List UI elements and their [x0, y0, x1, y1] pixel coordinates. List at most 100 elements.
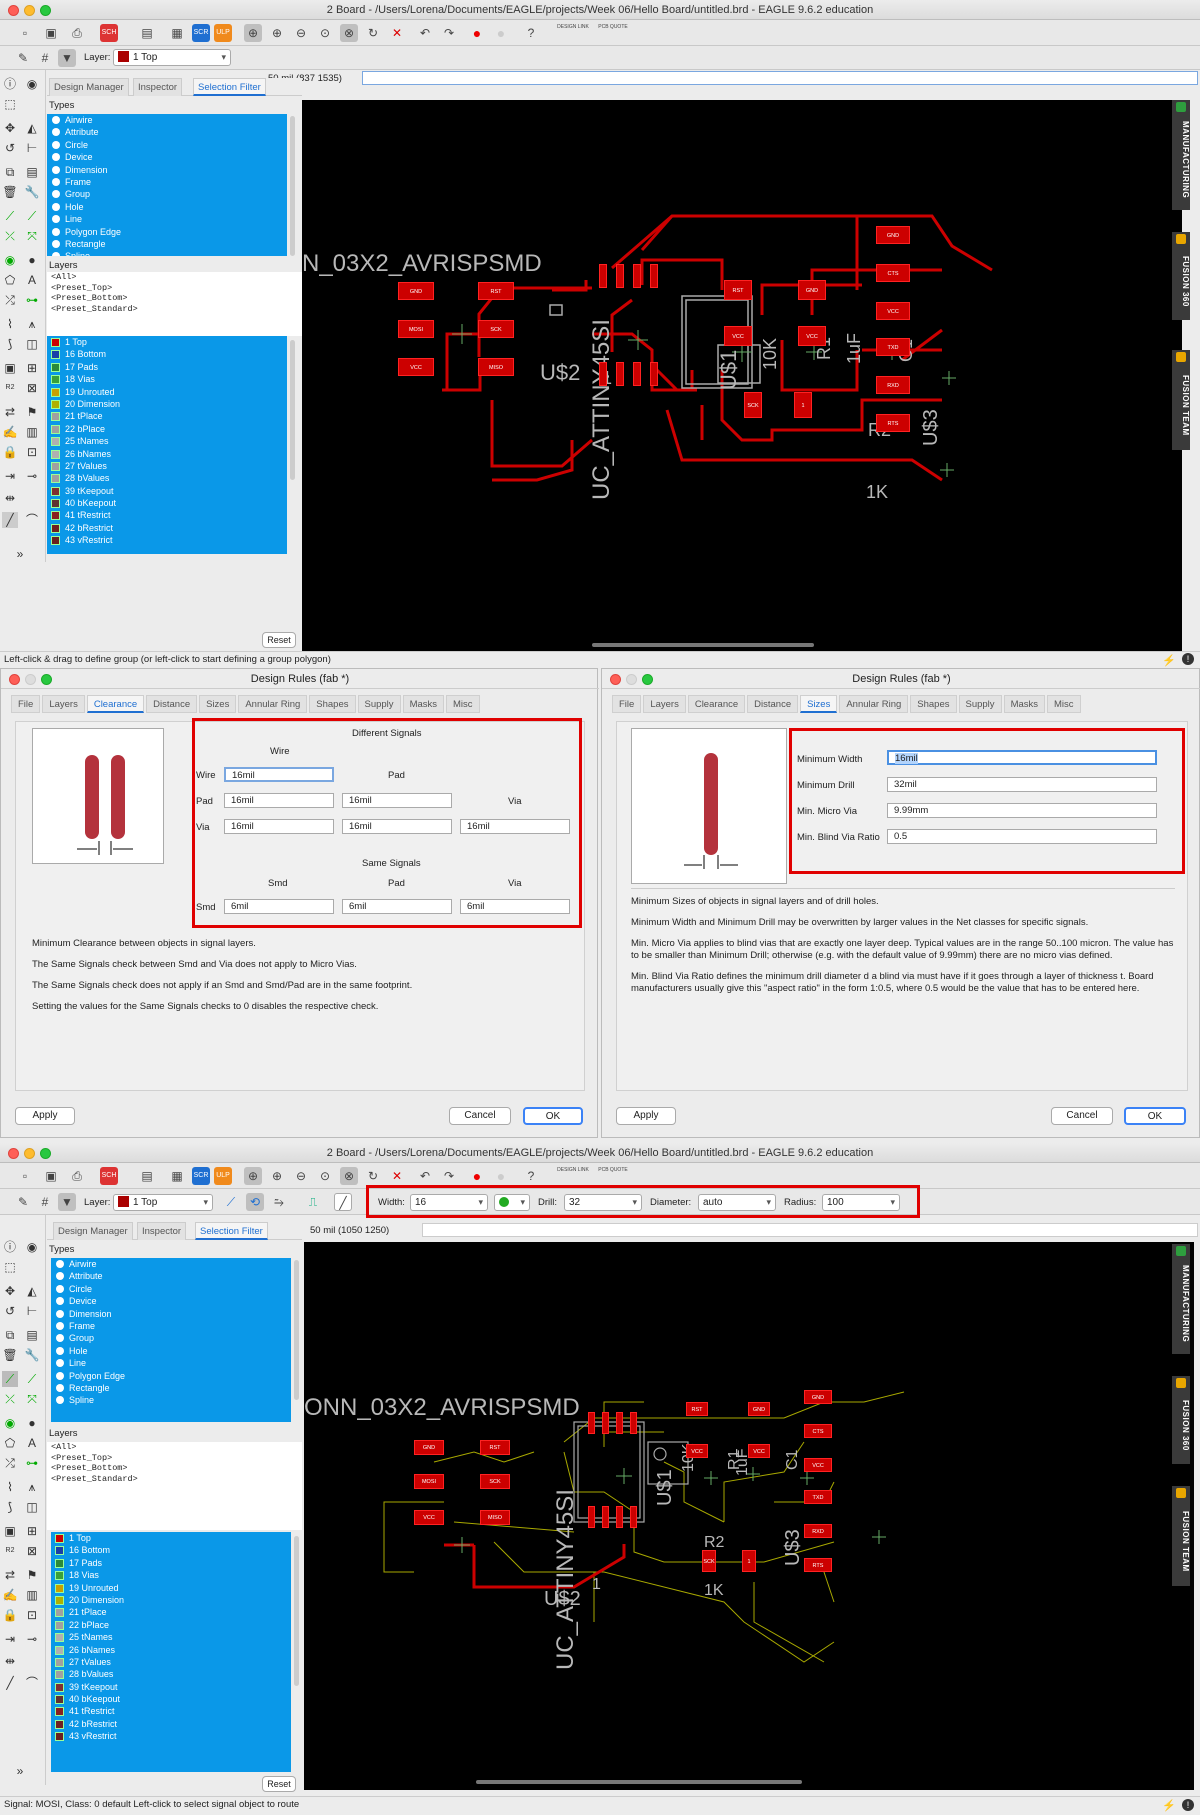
schematic-icon[interactable]: SCH	[100, 24, 118, 42]
tab-selection-filter[interactable]: Selection Filter	[193, 78, 266, 96]
dialog2-zoom-button[interactable]	[642, 674, 653, 685]
zoom-redraw-icon[interactable]: ⊙	[319, 1169, 331, 1183]
pad-pad-input[interactable]: 16mil	[342, 793, 452, 808]
layer-item[interactable]: 21 tPlace	[47, 410, 287, 422]
wrench-tool-icon[interactable]: 🔧	[24, 1348, 40, 1362]
layer-item[interactable]: 17 Pads	[51, 1557, 291, 1569]
smash-tool-icon[interactable]: ⩚	[28, 1480, 36, 1494]
manufacturing-tab[interactable]: MANUFACTURING	[1172, 100, 1190, 210]
layer-item[interactable]: 40 bKeepout	[51, 1693, 291, 1705]
tab-clearance[interactable]: Clearance	[86, 695, 145, 713]
layer-item[interactable]: 20 Dimension	[51, 1594, 291, 1606]
tab-selection-filter[interactable]: Selection Filter	[195, 1222, 268, 1240]
save-icon[interactable]: ▣	[45, 26, 57, 40]
value-tool-icon[interactable]: ⊡	[26, 445, 38, 459]
arrange-tool-icon[interactable]: ⇹	[4, 491, 16, 505]
smd-via-input[interactable]: 6mil	[460, 899, 570, 914]
undo-icon[interactable]: ↶	[419, 26, 431, 40]
change-tool-icon[interactable]: ◫	[26, 337, 38, 351]
optimize-tool-icon[interactable]: ⟆	[7, 337, 13, 351]
info-tool-icon[interactable]: ⓘ	[3, 1240, 16, 1254]
layer-item[interactable]: 25 tNames	[51, 1631, 291, 1643]
rotate-tool-icon[interactable]: ↺	[4, 1304, 16, 1318]
go-icon[interactable]: ●	[496, 25, 506, 41]
cam-icon[interactable]: ▤	[141, 1169, 153, 1183]
zoom-redraw-icon[interactable]: ⊙	[319, 26, 331, 40]
layer-select-2[interactable]: 1 Top	[113, 1194, 213, 1211]
stop-icon[interactable]: ●	[472, 1168, 482, 1184]
cancel-button[interactable]: Cancel	[449, 1107, 511, 1125]
type-item[interactable]: Frame	[51, 1320, 291, 1332]
smd-pad-input[interactable]: 6mil	[342, 899, 452, 914]
layer-item[interactable]: 26 bNames	[47, 448, 287, 460]
layer-item[interactable]: 39 tKeepout	[47, 485, 287, 497]
measure-tool-icon[interactable]: ⇥	[4, 469, 16, 483]
expand-palette-icon[interactable]: »	[16, 1764, 24, 1778]
redraw-icon[interactable]: ↻	[367, 1169, 379, 1183]
wire-style-icon[interactable]: ⥲	[274, 1195, 284, 1209]
ok-button-2[interactable]: OK	[1124, 1107, 1186, 1125]
tab-supply[interactable]: Supply	[958, 695, 1002, 713]
tab-misc[interactable]: Misc	[1047, 695, 1081, 713]
layer-item[interactable]: 28 bValues	[47, 472, 287, 484]
canvas-hscrollbar[interactable]	[592, 643, 814, 647]
ratsnest-icon[interactable]: ✕	[391, 1169, 403, 1183]
type-item[interactable]: Spline	[51, 1394, 291, 1406]
group-tool-icon[interactable]: ⬚	[4, 97, 16, 111]
tab-file[interactable]: File	[612, 695, 642, 713]
layer-item[interactable]: 18 Vias	[47, 373, 287, 385]
rotate-tool-icon[interactable]: ↺	[4, 141, 16, 155]
ripup-tool-icon[interactable]: ⤫	[5, 1392, 15, 1406]
frame-tool-icon[interactable]: ▥	[26, 425, 38, 439]
cam-icon[interactable]: ▤	[141, 26, 153, 40]
layer-item[interactable]: 27 tValues	[47, 460, 287, 472]
help-icon[interactable]: ?	[527, 1169, 535, 1183]
polygon-tool-icon[interactable]: ⬠	[4, 1436, 16, 1450]
help-icon[interactable]: ?	[527, 26, 535, 40]
tab-sizes[interactable]: Sizes	[800, 695, 838, 713]
layer-item[interactable]: 1 Top	[47, 336, 287, 348]
layer-preset-item[interactable]: <Preset_Standard>	[51, 1473, 138, 1484]
move-tool-icon[interactable]: ✥	[4, 1284, 16, 1298]
label-tool-icon[interactable]: ✍	[2, 425, 18, 439]
route-tool-icon[interactable]: ⟋	[5, 209, 15, 223]
info-icon[interactable]: ✎	[17, 1195, 29, 1209]
layer-item[interactable]: 19 Unrouted	[47, 386, 287, 398]
diameter-select[interactable]: auto	[698, 1194, 776, 1211]
radius-select[interactable]: 100	[822, 1194, 900, 1211]
layer-item[interactable]: 26 bNames	[51, 1644, 291, 1656]
layer-item[interactable]: 41 tRestrict	[51, 1705, 291, 1717]
layer-item[interactable]: 25 tNames	[47, 435, 287, 447]
zoom-select-icon[interactable]: ⊗	[340, 1167, 358, 1185]
label-tool-icon[interactable]: ✍	[2, 1588, 18, 1602]
show-tool-icon[interactable]: ◉	[26, 1240, 38, 1254]
filter-icon[interactable]: ▼	[58, 1193, 76, 1211]
frame-tool-icon[interactable]: ▥	[26, 1588, 38, 1602]
tab-clearance[interactable]: Clearance	[687, 695, 746, 713]
blind-ratio-input[interactable]: 0.5	[887, 829, 1157, 844]
value-tool-icon[interactable]: ⊡	[26, 1608, 38, 1622]
layer-item[interactable]: 19 Unrouted	[51, 1582, 291, 1594]
type-item[interactable]: Polygon Edge	[47, 226, 287, 238]
min-drill-input[interactable]: 32mil	[887, 777, 1157, 792]
layer-item[interactable]: 28 bValues	[51, 1668, 291, 1680]
tab-distance[interactable]: Distance	[747, 695, 799, 713]
dialog-zoom-button[interactable]	[41, 674, 52, 685]
zoom-out-icon[interactable]: ⊖	[295, 1169, 307, 1183]
layer-preset-item[interactable]: <Preset_Bottom>	[51, 1463, 128, 1474]
zoom-select-icon[interactable]: ⊗	[340, 24, 358, 42]
tab-masks[interactable]: Masks	[1003, 695, 1046, 713]
wire-wire-input[interactable]: 16mil	[224, 767, 334, 782]
types-scrollbar[interactable]	[290, 116, 295, 256]
tab-layers[interactable]: Layers	[42, 695, 85, 713]
change-tool-icon[interactable]: ◫	[26, 1500, 38, 1514]
design-link-button[interactable]: DESIGN LINK	[557, 1167, 589, 1173]
route-mode-icon[interactable]: ⎍	[308, 1195, 318, 1209]
new-file-icon[interactable]: ▫	[22, 26, 28, 40]
via-wire-input[interactable]: 16mil	[224, 819, 334, 834]
layer-item[interactable]: 21 tPlace	[51, 1606, 291, 1618]
arc-bend-icon[interactable]: ⟲	[246, 1193, 264, 1211]
layer-item[interactable]: 40 bKeepout	[47, 497, 287, 509]
